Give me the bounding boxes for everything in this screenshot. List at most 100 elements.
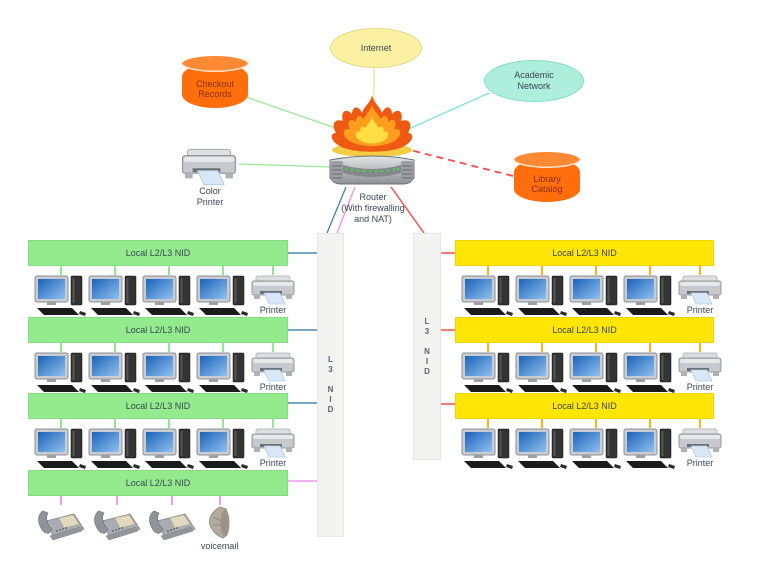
- computer-icon: [515, 352, 567, 393]
- firewall-flame-icon: [331, 95, 413, 156]
- printer-label: Printer: [259, 458, 287, 468]
- computer-node[interactable]: [34, 419, 88, 472]
- computer-node[interactable]: [623, 419, 677, 472]
- computer-node[interactable]: [196, 343, 250, 396]
- left-network-row: Local L2/L3 NID Printer: [28, 240, 295, 319]
- left-local-nid-bar[interactable]: Local L2/L3 NID: [28, 240, 288, 266]
- device-link-stub: [60, 266, 62, 275]
- checkout-records-database-node[interactable]: Checkout Records: [182, 56, 248, 108]
- right-l3-nid-label: L 3 N I D: [424, 316, 430, 376]
- computer-node[interactable]: [196, 266, 250, 319]
- phone-node[interactable]: [90, 496, 144, 545]
- computer-node[interactable]: [461, 419, 515, 472]
- printer-label: Printer: [259, 382, 287, 392]
- left-local-nid-bar[interactable]: Local L2/L3 NID: [28, 470, 288, 496]
- computer-node[interactable]: [88, 266, 142, 319]
- computer-icon: [34, 275, 86, 316]
- printer-icon: [678, 428, 722, 458]
- device-link-stub: [487, 343, 489, 352]
- computer-icon: [569, 352, 621, 393]
- printer-icon: [251, 428, 295, 458]
- link-router-rightnid-red: [390, 186, 425, 234]
- printer-node[interactable]: Printer: [250, 343, 296, 392]
- device-link-stub: [171, 496, 174, 505]
- computer-node[interactable]: [515, 343, 569, 396]
- computer-node[interactable]: [515, 419, 569, 472]
- printer-node[interactable]: Printer: [677, 343, 723, 392]
- computer-node[interactable]: [569, 419, 623, 472]
- voicemail-node[interactable]: voicemail: [201, 496, 238, 551]
- device-link-stub: [487, 419, 489, 428]
- computer-node[interactable]: [569, 266, 623, 319]
- computer-node[interactable]: [623, 343, 677, 396]
- computer-node[interactable]: [569, 343, 623, 396]
- computer-node[interactable]: [461, 266, 515, 319]
- link-router-leftnid-blue: [326, 186, 347, 234]
- device-link-stub: [595, 419, 597, 428]
- device-group: Printer: [28, 419, 295, 472]
- device-link-stub: [60, 496, 62, 505]
- computer-node[interactable]: [34, 343, 88, 396]
- device-link-stub: [699, 343, 701, 352]
- right-local-nid-bar[interactable]: Local L2/L3 NID: [455, 317, 714, 343]
- phone-node[interactable]: [34, 496, 88, 545]
- computer-icon: [34, 428, 86, 469]
- printer-node[interactable]: Printer: [677, 266, 723, 315]
- academic-network-node[interactable]: Academic Network: [484, 60, 584, 102]
- device-link-stub: [649, 343, 651, 352]
- computer-icon: [623, 352, 675, 393]
- academic-network-label: Academic Network: [514, 70, 554, 91]
- computer-node[interactable]: [88, 419, 142, 472]
- computer-node[interactable]: [88, 343, 142, 396]
- device-link-stub: [218, 496, 221, 505]
- computer-icon: [88, 428, 140, 469]
- computer-icon: [461, 352, 513, 393]
- printer-node[interactable]: Printer: [250, 419, 296, 468]
- link-academic-router: [401, 92, 490, 133]
- device-link-stub: [699, 419, 701, 428]
- ip-phone-icon: [93, 510, 141, 541]
- color-printer-node[interactable]: Color Printer: [180, 148, 240, 208]
- computer-icon: [569, 428, 621, 469]
- computer-node[interactable]: [461, 343, 515, 396]
- computer-node[interactable]: [623, 266, 677, 319]
- right-l3-nid-bar[interactable]: L 3 N I D: [413, 233, 441, 460]
- printer-icon: [251, 275, 295, 305]
- computer-icon: [515, 428, 567, 469]
- router-firewall-node[interactable]: [326, 94, 420, 188]
- printer-node[interactable]: Printer: [250, 266, 296, 315]
- right-local-nid-bar[interactable]: Local L2/L3 NID: [455, 240, 714, 266]
- printer-label: Printer: [259, 305, 287, 315]
- left-local-nid-bar[interactable]: Local L2/L3 NID: [28, 393, 288, 419]
- internet-node[interactable]: Internet: [330, 28, 422, 68]
- router-label: Router (With firewalling and NAT): [341, 192, 405, 224]
- device-link-stub: [541, 419, 543, 428]
- device-link-stub: [595, 343, 597, 352]
- device-link-stub: [114, 419, 116, 428]
- computer-node[interactable]: [196, 419, 250, 472]
- computer-node[interactable]: [515, 266, 569, 319]
- left-l3-nid-bar[interactable]: L 3 N I D: [317, 233, 344, 537]
- device-group: voicemail: [28, 496, 288, 551]
- printer-node[interactable]: Printer: [677, 419, 723, 468]
- phone-node[interactable]: [145, 496, 199, 545]
- color-printer-label: Color Printer: [196, 186, 224, 207]
- device-spacer: [240, 496, 282, 498]
- computer-node[interactable]: [142, 343, 196, 396]
- right-local-nid-bar[interactable]: Local L2/L3 NID: [455, 393, 714, 419]
- device-link-stub: [649, 419, 651, 428]
- internet-label: Internet: [360, 42, 392, 53]
- computer-icon: [515, 275, 567, 316]
- computer-icon: [196, 428, 248, 469]
- library-catalog-database-node[interactable]: Library Catalog: [514, 152, 580, 202]
- router-icon: [329, 155, 415, 185]
- printer-icon: [181, 148, 237, 186]
- computer-icon: [196, 352, 248, 393]
- left-local-nid-bar[interactable]: Local L2/L3 NID: [28, 317, 288, 343]
- computer-node[interactable]: [142, 419, 196, 472]
- computer-icon: [623, 275, 675, 316]
- computer-node[interactable]: [34, 266, 88, 319]
- computer-node[interactable]: [142, 266, 196, 319]
- device-link-stub: [168, 266, 170, 275]
